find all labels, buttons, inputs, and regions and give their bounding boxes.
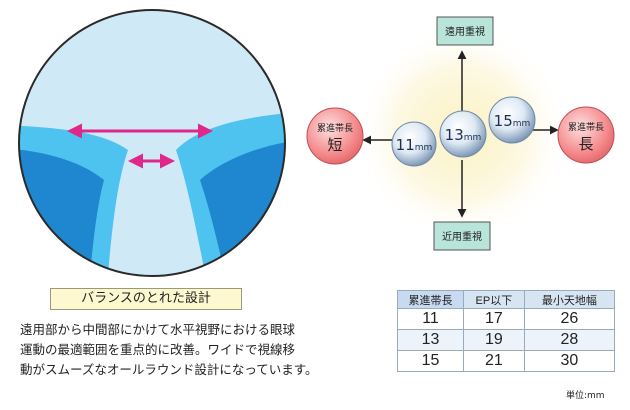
balanced-design-caption: バランスのとれた設計: [50, 288, 242, 310]
table-cell: 15: [397, 350, 464, 372]
progressive-length-diagram: 遠用重視 近用重視 累進帯長 短 累進帯長 長 11mm 13mm 15mm: [306, 16, 615, 251]
ball-15mm: [488, 96, 536, 144]
table-row: 11 17 26: [397, 308, 616, 330]
long-end-label-top: 累進帯長: [568, 121, 604, 133]
ball-15mm-label: 15mm: [494, 112, 531, 130]
far-priority-box: [436, 16, 494, 46]
table-header-row: 累進帯長 EP以下 最小天地幅: [397, 290, 616, 309]
ball-13mm: [439, 110, 487, 158]
table-cell: 26: [523, 308, 616, 330]
far-priority-label: 遠用重視: [445, 25, 485, 38]
short-end-label-top: 累進帯長: [317, 122, 353, 134]
unit-note: 単位:mm: [566, 391, 605, 401]
table-cell: 13: [397, 329, 464, 351]
short-end-circle: [306, 107, 364, 165]
table-row: 15 21 30: [397, 350, 616, 372]
description-line-1: 遠用部から中間部にかけて水平視野における眼球: [20, 322, 296, 337]
spec-table: 累進帯長 EP以下 最小天地幅 11 17 26 13 19 28 15 21 …: [397, 290, 616, 372]
table-cell: 11: [397, 308, 464, 330]
ball-11mm: [391, 121, 437, 167]
description-line-2: 運動の最適範囲を重点的に改善。ワイドで視線移: [20, 342, 296, 357]
near-priority-box: [433, 221, 491, 251]
ball-11mm-label: 11mm: [396, 136, 433, 154]
lens-outline: [18, 9, 286, 277]
short-end-label-main: 短: [327, 136, 342, 154]
header-below-ep: EP以下: [463, 290, 525, 309]
description-line-3: 動がスムーズなオールラウンド設計になっています。: [20, 362, 318, 377]
near-priority-label: 近用重視: [442, 230, 482, 243]
table-cell: 30: [523, 350, 616, 372]
lens-illustration: [18, 9, 286, 277]
header-progressive-length: 累進帯長: [397, 290, 464, 309]
design-description: 遠用部から中間部にかけて水平視野における眼球 運動の最適範囲を重点的に改善。ワイ…: [20, 320, 318, 380]
table-cell: 19: [463, 329, 525, 351]
table-cell: 17: [463, 308, 525, 330]
ball-13mm-label: 13mm: [445, 126, 482, 144]
header-min-fitting-height: 最小天地幅: [523, 290, 616, 309]
table-cell: 28: [523, 329, 616, 351]
long-end-label-main: 長: [578, 135, 593, 153]
table-cell: 21: [463, 350, 525, 372]
long-end-circle: [557, 106, 615, 164]
table-row: 13 19 28: [397, 329, 616, 351]
